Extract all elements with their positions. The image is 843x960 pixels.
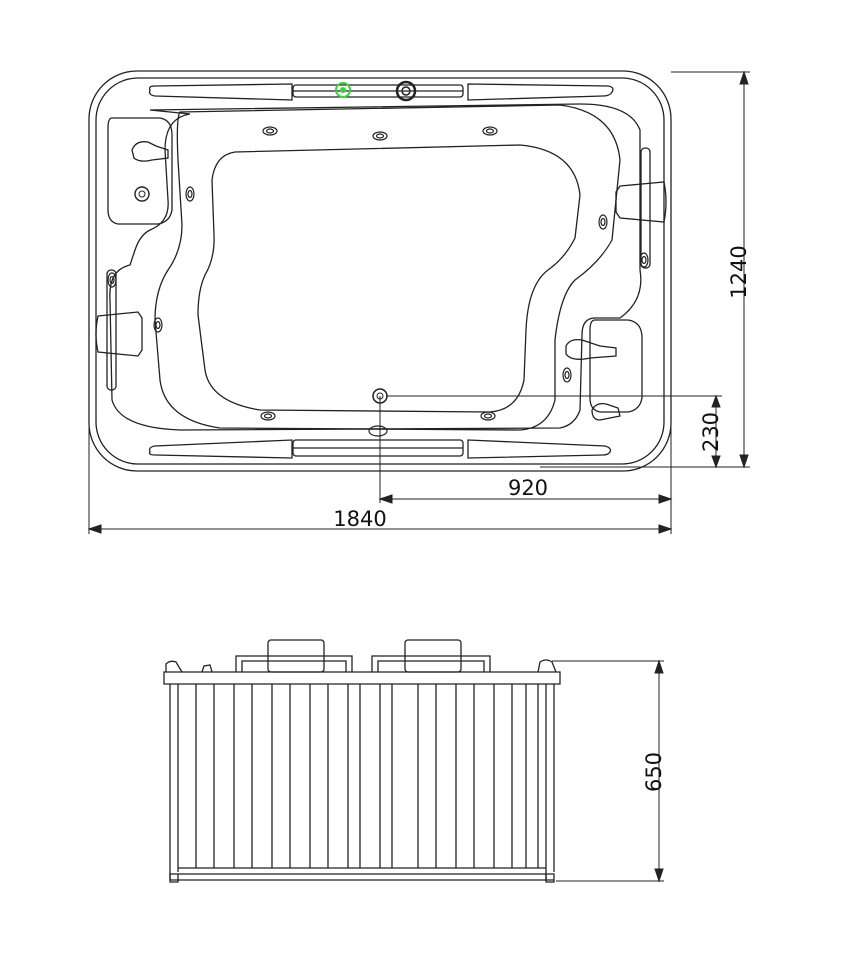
jets-layer [108, 127, 648, 420]
top-right-headrest [468, 84, 613, 100]
jet-nozzle [640, 253, 648, 267]
jet-nozzle [154, 318, 162, 332]
jet-nozzle [261, 412, 275, 420]
side-view [164, 640, 560, 882]
bottom-left-headrest [150, 440, 292, 458]
dim-height: 650 [642, 752, 666, 792]
bottom-suction-fitting [369, 426, 387, 436]
side-headrest-right [372, 656, 490, 672]
right-pillow [616, 182, 666, 222]
jet-nozzle [186, 187, 194, 201]
left-seat-button [135, 187, 149, 201]
tub-basin-outer [155, 105, 620, 430]
left-seat-platform [108, 118, 172, 224]
jet-nozzle [108, 273, 116, 287]
left-grab-rail [107, 270, 116, 390]
side-headrest-left [236, 656, 352, 672]
dimensions-top-view [89, 72, 750, 534]
dim-drain-offset-y: 230 [699, 412, 723, 452]
tub-deck-outline [110, 104, 641, 430]
dim-overall-width: 1240 [727, 245, 751, 298]
left-pillow [96, 312, 142, 356]
jet-nozzle [373, 132, 387, 140]
dim-drain-offset-x: 920 [508, 476, 548, 500]
faucet-spout-right [566, 340, 616, 360]
jet-nozzle [481, 412, 495, 420]
green-control-icon[interactable] [336, 83, 350, 97]
jet-nozzle [483, 127, 497, 135]
top-controls [135, 82, 415, 436]
jet-nozzle [563, 368, 571, 382]
overflow-knob [397, 82, 415, 100]
bottom-right-headrest [468, 440, 610, 458]
side-rim [164, 672, 560, 684]
right-grab-rail [641, 148, 650, 268]
faucet-spout-top-left [132, 142, 168, 161]
top-left-headrest [150, 84, 292, 100]
jet-nozzle [599, 215, 607, 229]
right-seat-platform [590, 320, 642, 412]
dimensions-side-view [552, 661, 664, 881]
handshower-holder [592, 404, 620, 420]
jet-nozzle [263, 127, 277, 135]
dim-overall-length: 1840 [333, 507, 386, 531]
side-panel-slats [196, 684, 538, 868]
tub-basin-inner [198, 145, 580, 412]
